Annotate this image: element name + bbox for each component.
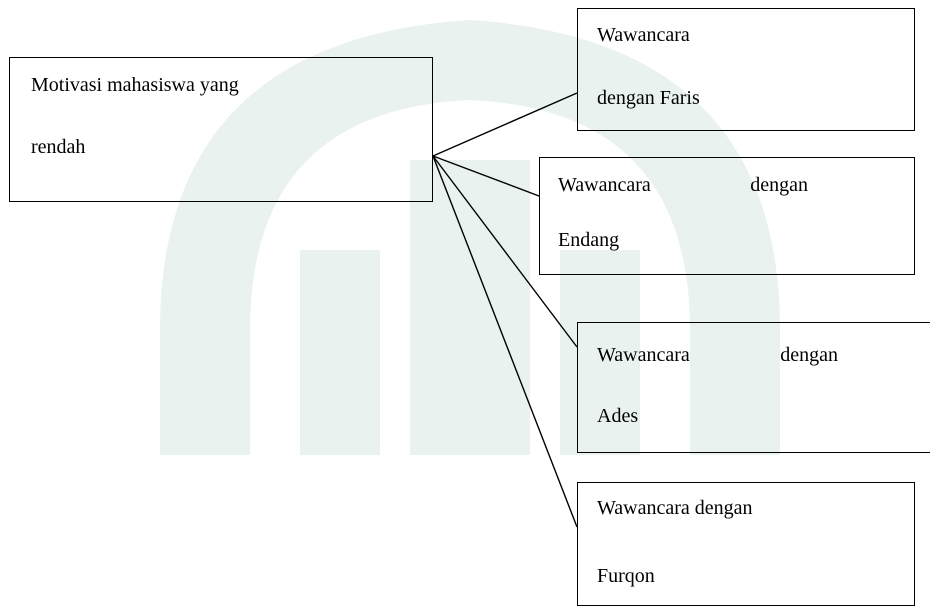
connector-ades	[432, 155, 578, 348]
target-endang-line2: Endang	[558, 229, 620, 251]
target-box-furqon: Wawancara dengan Furqon	[577, 482, 915, 606]
source-box: Motivasi mahasiswa yang rendah	[9, 57, 433, 202]
connector-lines	[432, 92, 578, 528]
target-endang-line1: Wawancara dengan	[558, 173, 808, 197]
watermark-logo	[160, 20, 780, 455]
target-ades-word2: dengan	[780, 344, 838, 366]
connector-furqon	[432, 155, 578, 528]
target-furqon-line1: Wawancara dengan	[597, 497, 753, 519]
target-faris-line1: Wawancara	[597, 24, 690, 46]
target-box-faris: Wawancara dengan Faris	[577, 8, 915, 131]
target-ades-word1: Wawancara	[597, 344, 690, 366]
target-ades-line2: Ades	[597, 405, 639, 427]
connector-faris	[432, 92, 578, 157]
source-text-line1: Motivasi mahasiswa yang	[31, 74, 239, 96]
source-text-line2: rendah	[31, 136, 86, 158]
target-endang-word1: Wawancara	[558, 174, 651, 196]
target-furqon-line2: Furqon	[597, 565, 655, 587]
target-endang-word2: dengan	[750, 174, 808, 196]
target-ades-line1: Wawancara dengan	[597, 343, 838, 367]
target-box-endang: Wawancara dengan Endang	[539, 157, 915, 275]
target-box-ades: Wawancara dengan Ades	[577, 322, 930, 453]
target-faris-line2: dengan Faris	[597, 87, 700, 109]
connector-endang	[432, 155, 540, 197]
